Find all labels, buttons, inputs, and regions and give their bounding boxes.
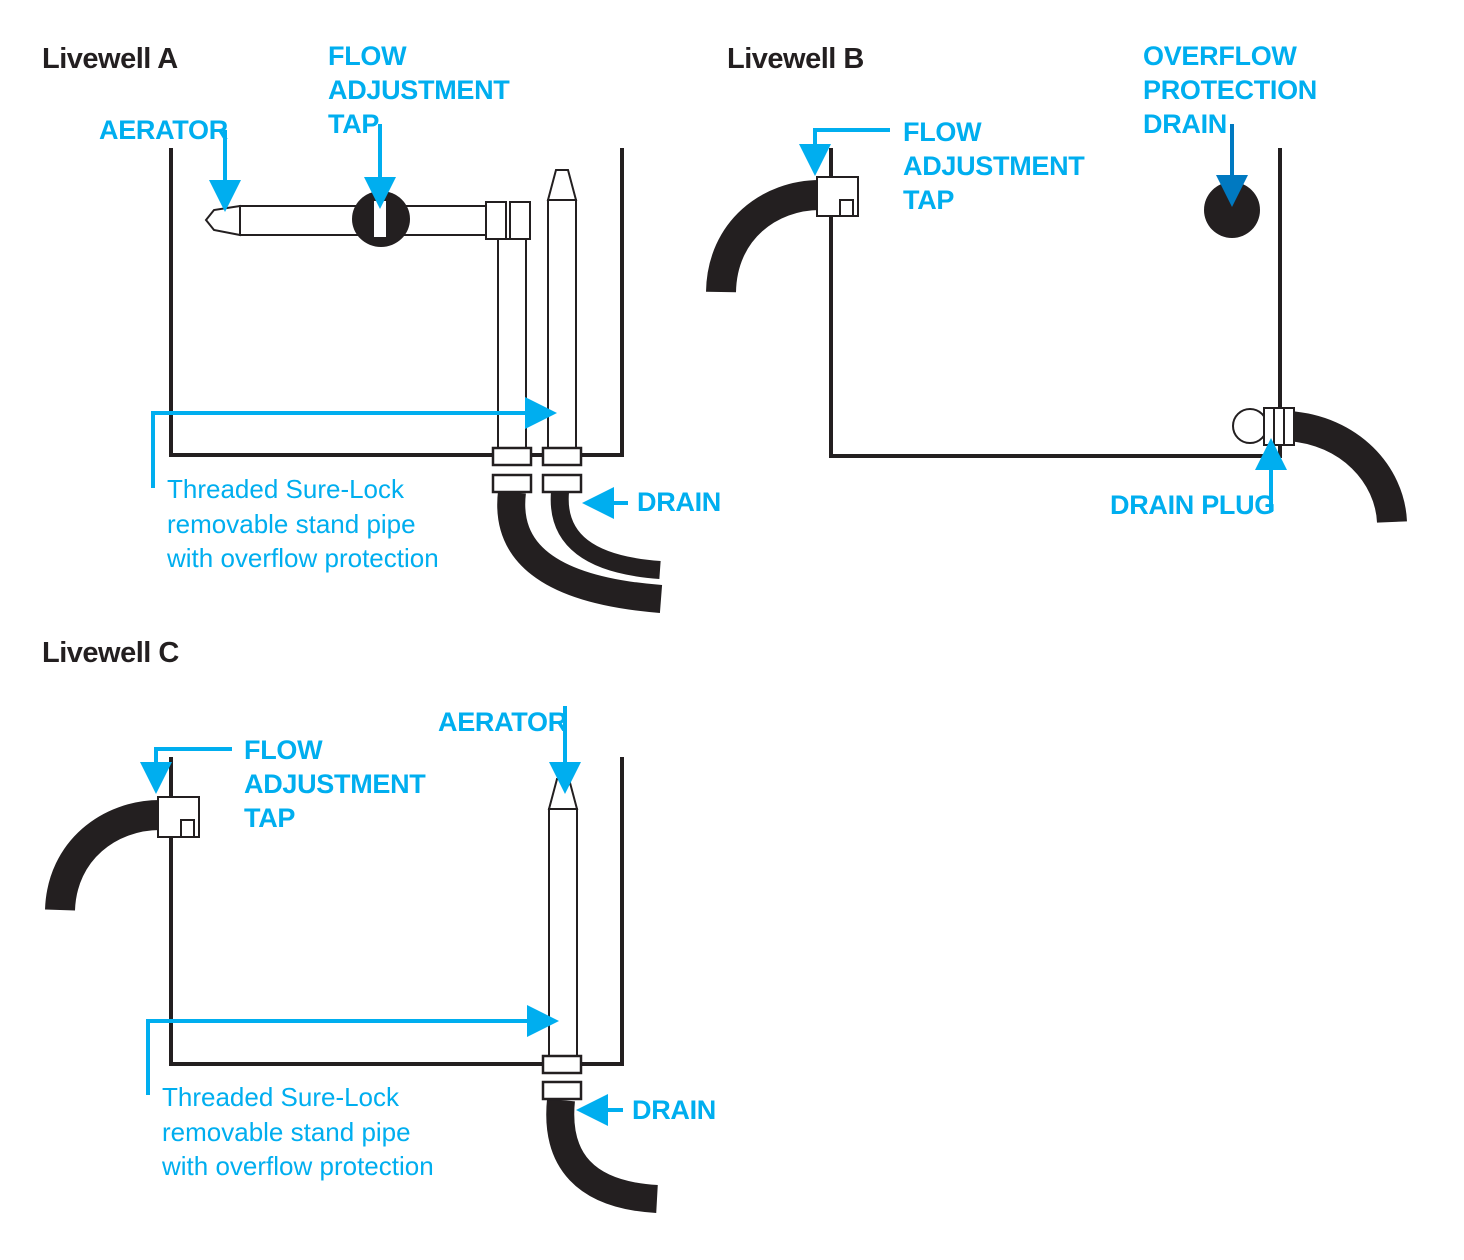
livewell-c-diagram — [45, 706, 659, 1213]
livewell-a-coupling-2-bottom — [541, 473, 583, 494]
livewell-a-tank — [169, 148, 624, 457]
livewell-a-stand-pipe-arrow — [151, 397, 557, 488]
livewell-c-stand-pipe-note: Threaded Sure-Lock removable stand pipe … — [162, 1082, 434, 1181]
livewell-b-flow-tap-knob — [839, 199, 854, 217]
livewell-a-hose-1 — [497, 490, 663, 613]
livewell-c-drain-label: DRAIN — [632, 1095, 716, 1125]
livewell-b-flow-tap-label: FLOW ADJUSTMENT TAP — [903, 117, 1085, 215]
livewell-a-aerator-nozzle — [204, 204, 241, 237]
livewell-c-inlet-hose — [45, 800, 161, 912]
livewell-a-flow-tap-label: FLOW ADJUSTMENT TAP — [328, 41, 510, 139]
livewell-b-inlet-hose — [706, 180, 821, 293]
livewell-a-drain-label: DRAIN — [637, 487, 721, 517]
livewell-c-aerator-label: AERATOR — [438, 707, 567, 737]
livewell-c-coupling-top — [541, 1054, 583, 1075]
livewell-a-fitting-1 — [485, 201, 507, 240]
livewell-a-coupling-2-top — [541, 446, 583, 467]
livewell-c-tank — [169, 757, 624, 1066]
livewell-b-diagram — [706, 124, 1407, 524]
livewell-c-drain-hose — [546, 1098, 659, 1213]
livewell-b-overflow-drain-label: OVERFLOW PROTECTION DRAIN — [1143, 41, 1318, 139]
livewell-a-flow-tap-handle — [372, 199, 388, 239]
livewell-b-outlet-hose — [1286, 411, 1407, 524]
livewell-c-coupling-bottom — [541, 1080, 583, 1101]
livewell-a-diagram — [151, 124, 663, 613]
livewell-c-flow-tap-knob — [180, 819, 195, 838]
livewell-a-hose-2 — [550, 491, 661, 579]
livewell-b-tank — [829, 148, 1282, 458]
livewell-a-supply-pipe — [497, 238, 527, 450]
livewell-b-flow-tap-arrow — [799, 128, 890, 176]
livewell-c-flow-tap-label: FLOW ADJUSTMENT TAP — [244, 735, 426, 833]
livewell-b-drain-plug — [1232, 408, 1268, 444]
livewell-a-stand-pipe-tip — [546, 169, 578, 201]
livewell-a-title: Livewell A — [42, 43, 178, 75]
livewell-a-fitting-2 — [509, 201, 531, 240]
livewell-c-stand-pipe-arrow — [146, 1005, 559, 1095]
livewell-c-title: Livewell C — [42, 637, 179, 669]
livewell-c-flow-tap-arrow — [140, 747, 232, 794]
livewell-a-coupling-1-top — [491, 446, 533, 467]
livewell-a-stand-pipe-note: Threaded Sure-Lock removable stand pipe … — [167, 474, 439, 573]
livewell-b-drain-plug-label: DRAIN PLUG — [1110, 490, 1275, 520]
livewell-b-title: Livewell B — [727, 43, 864, 75]
livewell-b-drain-fitting — [1263, 407, 1295, 446]
livewell-a-coupling-1-bottom — [491, 473, 533, 494]
livewell-a-aerator-label: AERATOR — [99, 115, 228, 145]
